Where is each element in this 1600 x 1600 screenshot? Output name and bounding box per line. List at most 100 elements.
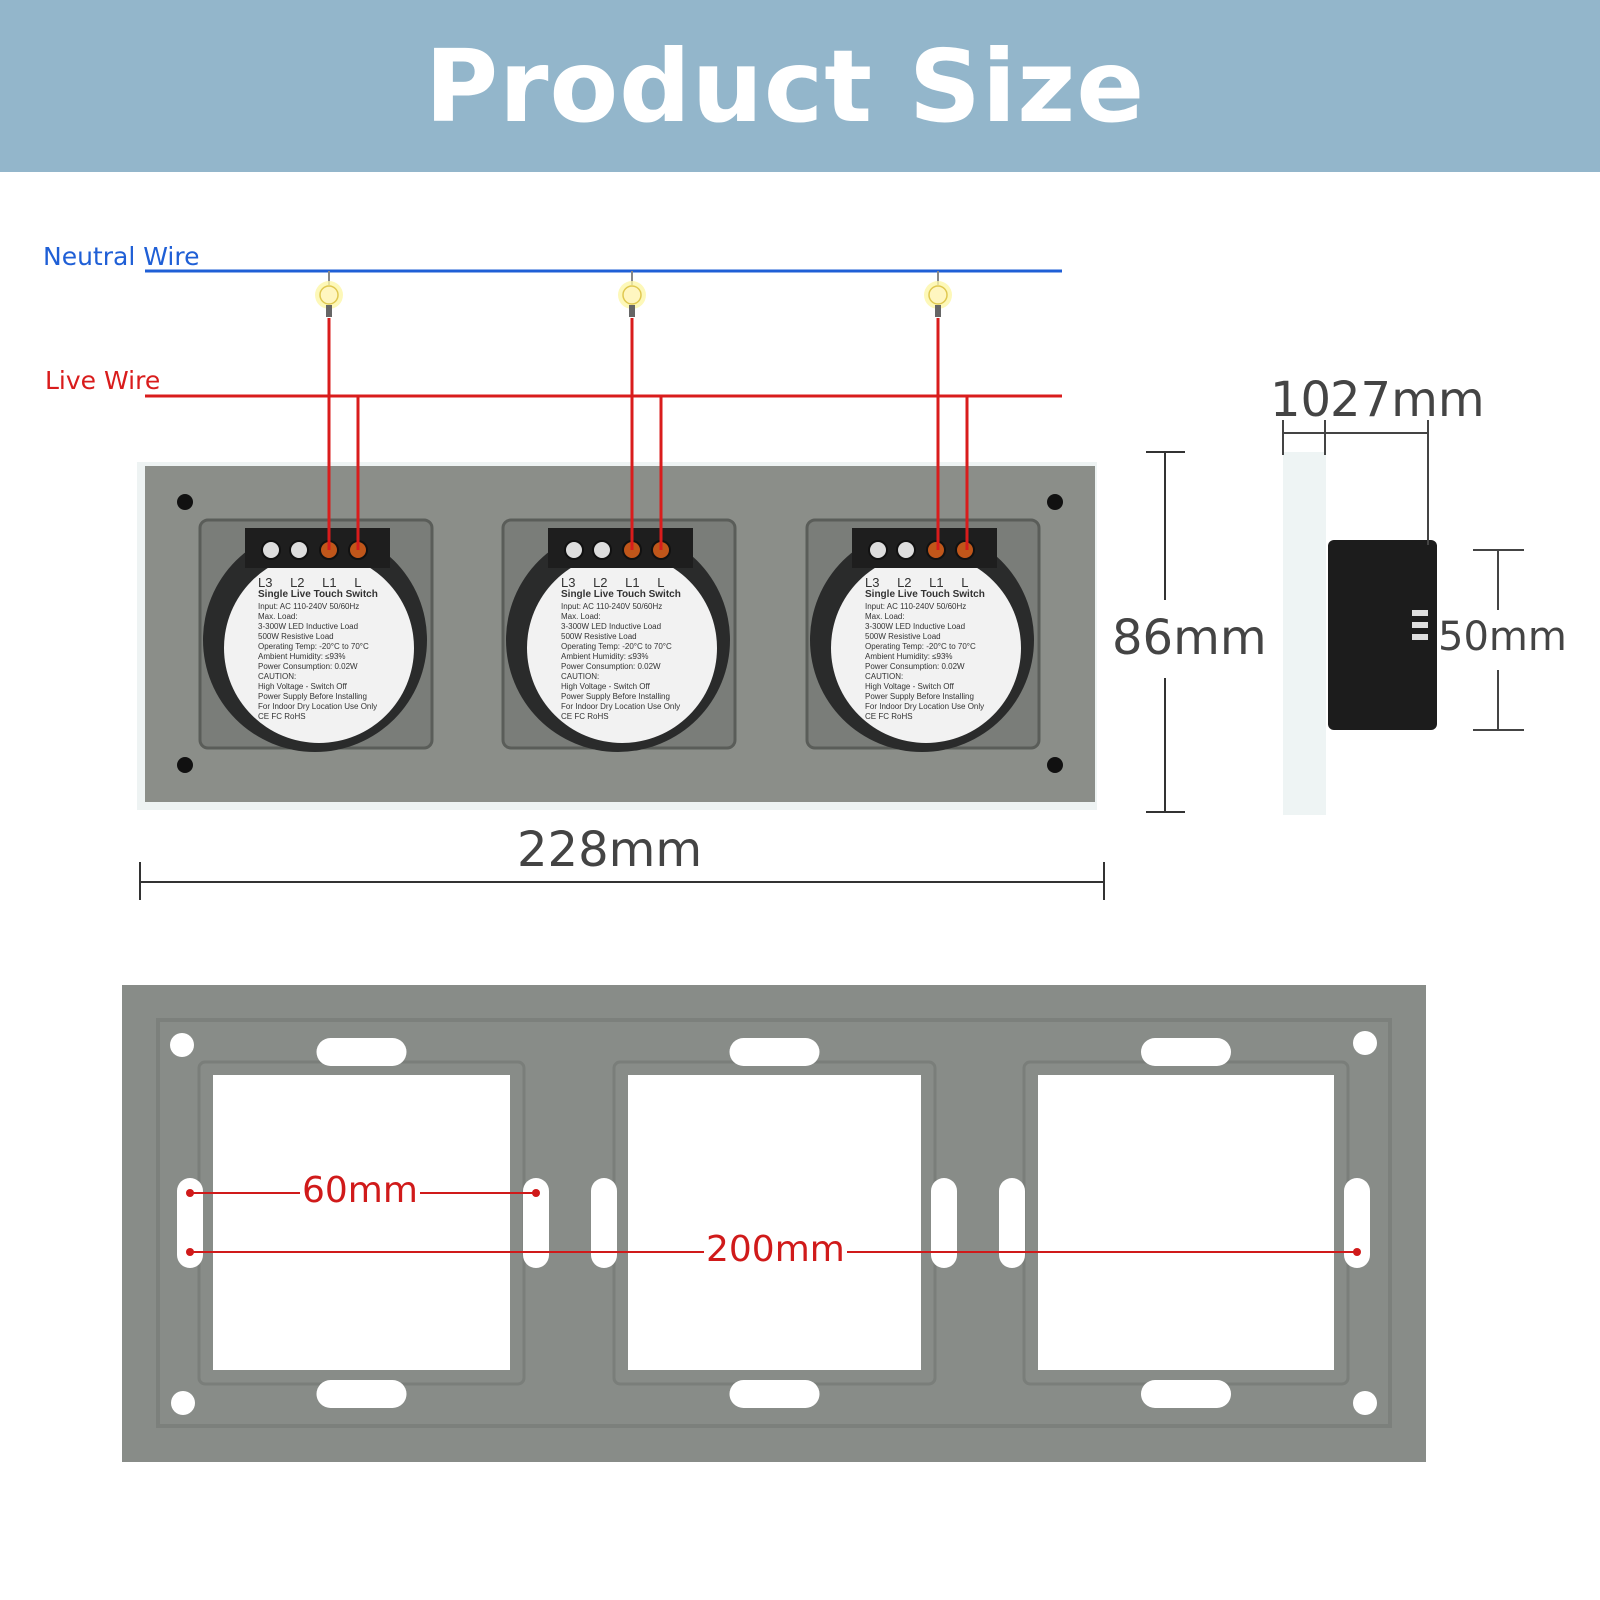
module-spec-line: Power Consumption: 0.02W <box>865 662 965 671</box>
body-height-label: 50mm <box>1438 614 1567 660</box>
module-spec-line: Input: AC 110-240V 50/60Hz <box>865 602 967 611</box>
mounting-slot <box>177 1178 203 1268</box>
mounting-slot <box>729 1380 820 1408</box>
mounting-slot <box>1141 1380 1231 1408</box>
module-label-disc <box>831 553 1021 743</box>
mounting-slot <box>1344 1178 1370 1268</box>
module-label-disc <box>527 553 717 743</box>
module-spec-line: For Indoor Dry Location Use Only <box>561 702 681 711</box>
live-wire-label: Live Wire <box>45 366 161 395</box>
mounting-slot <box>523 1178 549 1268</box>
bulb-base <box>629 305 635 317</box>
mounting-slot <box>316 1038 407 1066</box>
terminal-screw <box>868 540 888 560</box>
bulb-base <box>326 305 332 317</box>
module-window <box>1038 1075 1334 1370</box>
module-spec-line: 3-300W LED Inductive Load <box>258 622 359 631</box>
module-spec-line: Max. Load: <box>865 612 905 621</box>
terminal-screw <box>926 540 946 560</box>
screw-hole <box>1353 1391 1377 1415</box>
side-view-glass <box>1283 452 1326 815</box>
mounting-slot <box>591 1178 617 1268</box>
glass-depth-label: 10 <box>1270 372 1332 428</box>
module-spec-line: Power Supply Before Installing <box>258 692 367 701</box>
module-spec-line: Operating Temp: -20°C to 70°C <box>561 642 672 651</box>
terminal-labels: L3 L2 L1 L <box>258 575 362 590</box>
module-spec-line: High Voltage - Switch Off <box>258 682 347 691</box>
module-window <box>213 1075 510 1370</box>
mounting-slot <box>316 1380 407 1408</box>
module-spec-line: CAUTION: <box>258 672 297 681</box>
module-spec-line: CE FC RoHS <box>865 712 913 721</box>
module-spec-line: Input: AC 110-240V 50/60Hz <box>561 602 663 611</box>
terminal-screw <box>261 540 281 560</box>
module-spec-line: 500W Resistive Load <box>258 632 334 641</box>
spacing-label: 60mm <box>300 1170 420 1211</box>
module-spec-line: 500W Resistive Load <box>561 632 637 641</box>
module-spec-line: For Indoor Dry Location Use Only <box>865 702 985 711</box>
terminal-labels: L3 L2 L1 L <box>865 575 969 590</box>
module-spec-line: Power Consumption: 0.02W <box>258 662 358 671</box>
span-label: 200mm <box>704 1229 847 1270</box>
screw-hole <box>177 757 193 773</box>
light-bulb-icon <box>928 285 948 305</box>
terminal-screw <box>289 540 309 560</box>
module-spec-line: High Voltage - Switch Off <box>561 682 650 691</box>
module-spec-line: CAUTION: <box>561 672 600 681</box>
bulb-base <box>935 305 941 317</box>
mounting-slot <box>999 1178 1025 1268</box>
module-spec-line: CE FC RoHS <box>561 712 609 721</box>
terminal-screw <box>896 540 916 560</box>
module-spec-line: Power Supply Before Installing <box>865 692 974 701</box>
body-height-dimension <box>1473 549 1524 731</box>
terminal-screw <box>955 540 975 560</box>
terminal-labels: L3 L2 L1 L <box>561 575 665 590</box>
module-spec-line: 500W Resistive Load <box>865 632 941 641</box>
width-dimension <box>139 862 1105 900</box>
light-bulb-icon <box>319 285 339 305</box>
depth-dimension <box>1282 420 1429 545</box>
body-depth-label: 27mm <box>1330 372 1485 428</box>
module-spec-line: Max. Load: <box>258 612 298 621</box>
terminal-screw <box>564 540 584 560</box>
neutral-wire-label: Neutral Wire <box>43 242 200 271</box>
terminal-screw <box>592 540 612 560</box>
screw-hole <box>177 494 193 510</box>
header-banner: Product Size <box>0 0 1600 172</box>
module-spec-line: High Voltage - Switch Off <box>865 682 954 691</box>
module-spec-line: Max. Load: <box>561 612 601 621</box>
module-spec-line: 3-300W LED Inductive Load <box>561 622 662 631</box>
page-title: Product Size <box>424 28 1146 145</box>
module-spec-line: Operating Temp: -20°C to 70°C <box>258 642 369 651</box>
screw-hole <box>1353 1031 1377 1055</box>
module-name: Single Live Touch Switch <box>561 589 681 600</box>
side-view-body <box>1328 540 1437 730</box>
module-spec-line: CE FC RoHS <box>258 712 306 721</box>
mounting-slot <box>931 1178 957 1268</box>
module-spec-line: Ambient Humidity: ≤93% <box>865 652 953 661</box>
module-spec-line: For Indoor Dry Location Use Only <box>258 702 378 711</box>
module-spec-line: Operating Temp: -20°C to 70°C <box>865 642 976 651</box>
module-spec-line: Ambient Humidity: ≤93% <box>258 652 346 661</box>
mounting-slot <box>729 1038 820 1066</box>
module-spec-line: Power Supply Before Installing <box>561 692 670 701</box>
screw-hole <box>1047 757 1063 773</box>
light-bulb-icon <box>622 285 642 305</box>
height-dimension <box>1146 451 1185 813</box>
module-spec-line: Power Consumption: 0.02W <box>561 662 661 671</box>
module-window <box>628 1075 921 1370</box>
width-label: 228mm <box>517 822 703 878</box>
module-name: Single Live Touch Switch <box>865 589 985 600</box>
module-label-disc <box>224 553 414 743</box>
module-spec-line: Input: AC 110-240V 50/60Hz <box>258 602 360 611</box>
mounting-slot <box>1141 1038 1231 1066</box>
module-spec-line: CAUTION: <box>865 672 904 681</box>
height-label: 86mm <box>1112 610 1267 666</box>
screw-hole <box>170 1033 194 1057</box>
module-name: Single Live Touch Switch <box>258 589 378 600</box>
module-spec-line: Ambient Humidity: ≤93% <box>561 652 649 661</box>
